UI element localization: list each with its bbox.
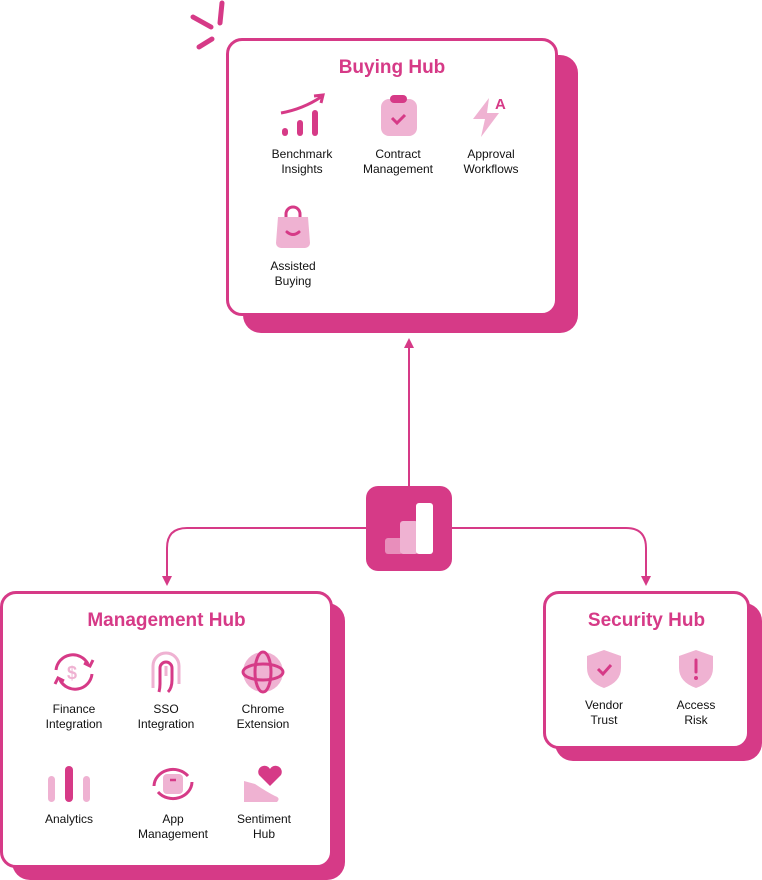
lightning-a-icon: A <box>473 96 506 137</box>
shopping-bag-icon <box>276 205 310 248</box>
hand-heart-icon <box>244 765 282 802</box>
item-label: Approval <box>467 147 515 161</box>
bars-icon <box>48 766 90 802</box>
svg-text:A: A <box>495 96 506 113</box>
finance-sync-icon: $ <box>53 653 95 691</box>
shield-alert-icon <box>679 650 713 688</box>
item-label: SSO <box>153 702 179 716</box>
item-label: Sentiment <box>236 812 292 826</box>
item-label: Hub <box>252 827 275 841</box>
item-label: Finance <box>52 702 96 716</box>
item-label: Access <box>676 698 716 712</box>
management-hub-title: Management Hub <box>87 610 246 631</box>
item-label: Integration <box>137 717 195 731</box>
item-label: Risk <box>684 713 708 727</box>
item-label: Assisted <box>270 259 316 273</box>
svg-text:$: $ <box>67 663 77 683</box>
item-label: Insights <box>281 162 323 176</box>
item-label: App <box>162 812 184 826</box>
item-label: Integration <box>45 717 103 731</box>
logo-icon <box>385 503 433 554</box>
shield-check-icon <box>587 650 621 688</box>
item-label: Workflows <box>463 162 519 176</box>
security-hub-title: Security Hub <box>587 610 706 631</box>
logo-box <box>366 486 452 571</box>
item-label: Management <box>137 827 209 841</box>
sparkle-icon <box>190 0 225 50</box>
item-label: Contract <box>375 147 421 161</box>
item-label: Analytics <box>44 812 94 826</box>
fingerprint-icon <box>151 651 181 694</box>
globe-icon <box>241 650 285 694</box>
buying-hub-title: Buying Hub <box>338 57 446 78</box>
item-label: Chrome <box>241 702 285 716</box>
app-sync-icon <box>152 767 194 801</box>
analytics-item[interactable]: Analytics <box>14 764 124 827</box>
chart-trend-icon <box>280 93 325 136</box>
item-label: Extension <box>236 717 290 731</box>
item-label: Buying <box>274 274 312 288</box>
item-label: Benchmark <box>271 147 333 161</box>
item-label: Vendor <box>584 698 624 712</box>
item-label: Management <box>362 162 434 176</box>
clipboard-check-icon <box>381 95 417 136</box>
item-label: Trust <box>590 713 618 727</box>
